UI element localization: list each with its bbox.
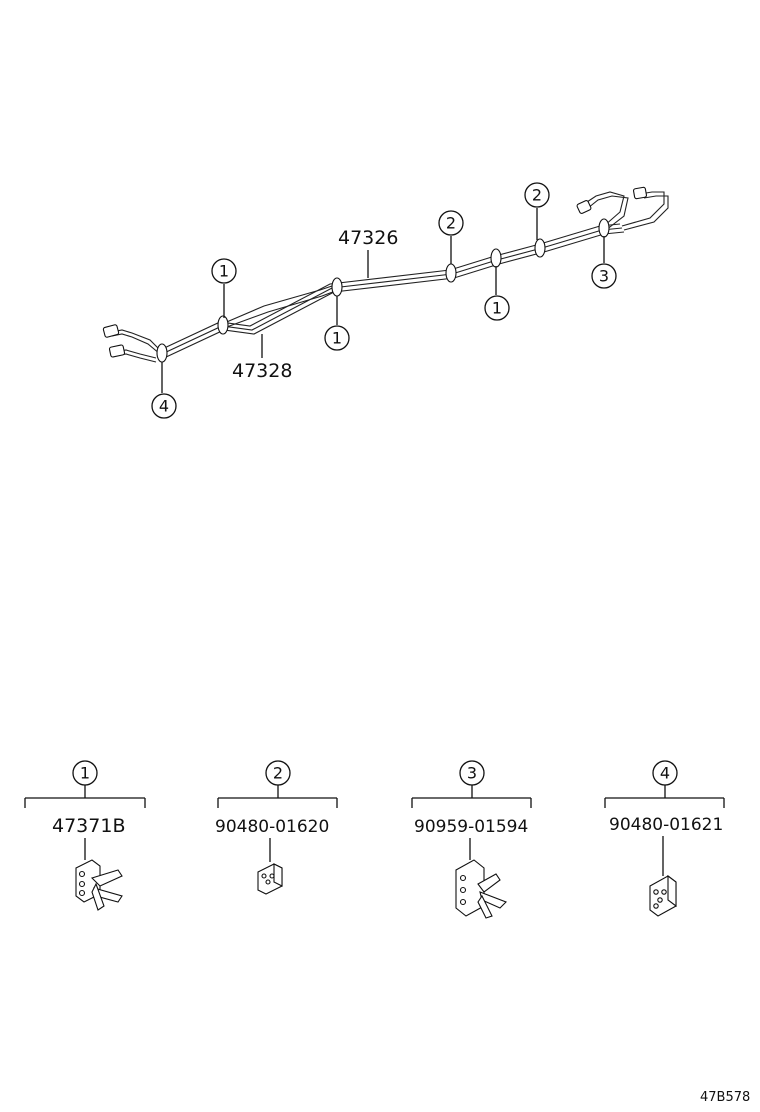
legend-item-3: 3 90959-01594	[411, 760, 532, 919]
callout-1a: 1	[219, 262, 229, 281]
legend-item-2: 2 90480-01620	[215, 760, 338, 895]
legend-item-4: 4 90480-01621	[604, 760, 725, 917]
clamp-47371b-drawing	[75, 859, 123, 911]
legend-num-1: 1	[80, 764, 90, 783]
clamp-90480-01620-drawing	[257, 863, 283, 895]
legend-part-1: 47371B	[52, 815, 125, 837]
legend: 1 47371B 2 90480-01	[24, 760, 725, 919]
legend-part-2: 90480-01620	[215, 817, 329, 837]
callout-2b: 2	[532, 186, 542, 205]
callout-4: 4	[159, 397, 169, 416]
legend-item-1: 1 47371B	[24, 760, 146, 911]
clamp-90480-01621-drawing	[649, 874, 677, 917]
callout-2a: 2	[446, 214, 456, 233]
legend-part-3: 90959-01594	[414, 817, 528, 837]
pipe-label-lower: 47328	[232, 360, 292, 382]
callout-1c: 1	[492, 299, 502, 318]
callout-3: 3	[599, 267, 609, 286]
callout-1b: 1	[332, 329, 342, 348]
legend-num-3: 3	[467, 764, 477, 783]
clamp-90959-01594-drawing	[455, 859, 507, 919]
callouts: 1 1 1 2 2 3 4	[151, 182, 617, 419]
pipe-label-upper: 47326	[338, 227, 398, 249]
reference-code: 47B578	[700, 1090, 750, 1105]
legend-num-2: 2	[273, 764, 283, 783]
legend-num-4: 4	[660, 764, 670, 783]
legend-part-4: 90480-01621	[609, 815, 723, 835]
brake-pipe-assembly	[102, 186, 669, 363]
